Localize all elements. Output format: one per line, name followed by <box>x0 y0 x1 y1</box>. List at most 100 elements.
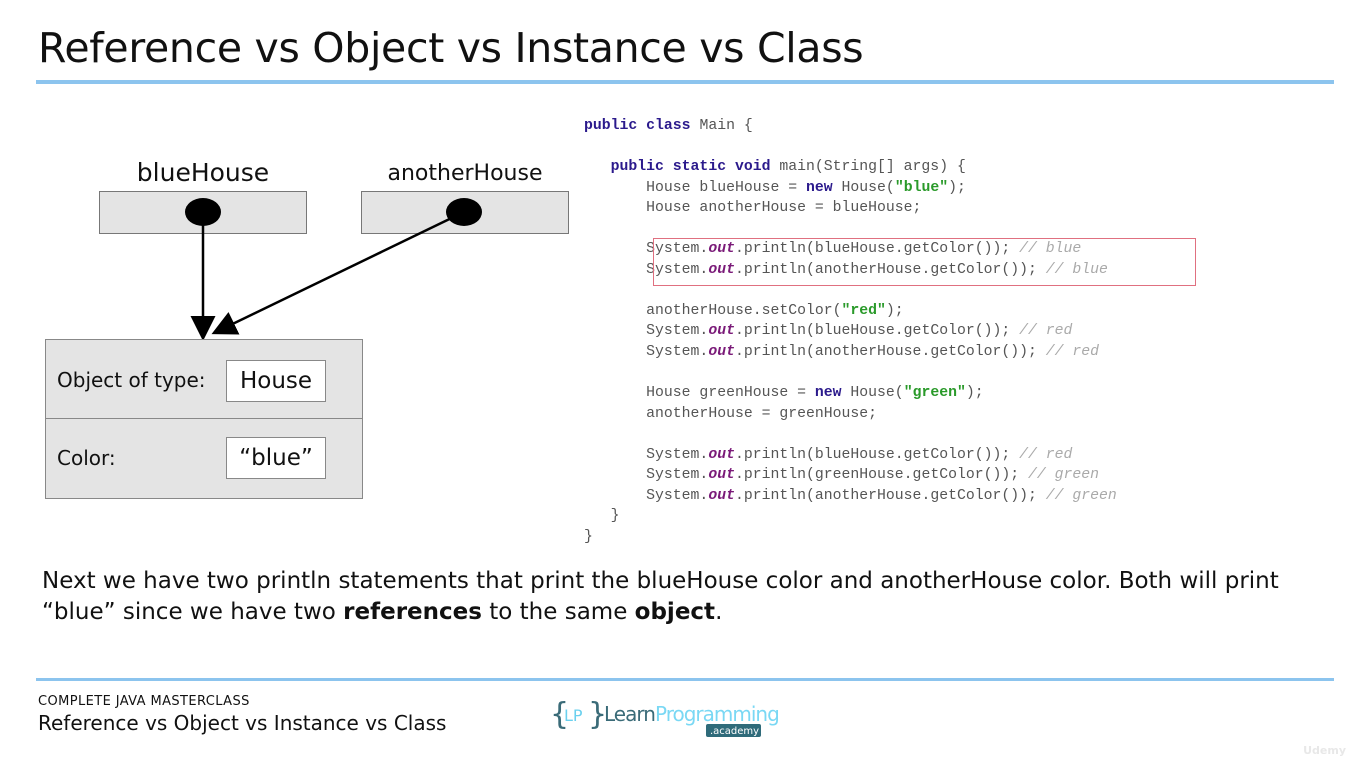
code-line: House greenHouse = new House("green"); <box>584 383 1117 404</box>
code-token-n: House blueHouse = <box>584 179 806 196</box>
code-token-n: System. <box>584 323 709 340</box>
code-block: public class Main { public static void m… <box>584 116 1117 547</box>
code-line <box>584 137 1117 158</box>
code-token-n <box>584 159 611 175</box>
code-token-n: .println(blueHouse.getColor()); <box>734 446 1020 463</box>
code-token-n: House greenHouse = <box>584 385 815 402</box>
code-token-n: .println(blueHouse.getColor()); <box>734 241 1020 258</box>
code-token-n: anotherHouse = greenHouse; <box>584 405 878 422</box>
code-token-cmt: // red <box>1019 323 1073 340</box>
desc-bold-object: object <box>634 599 716 625</box>
code-line: } <box>584 527 1117 548</box>
code-token-fld: out <box>708 467 735 484</box>
svg-text:Learn: Learn <box>604 702 655 726</box>
desc-text: Next we have two println statements that… <box>42 568 1279 625</box>
code-token-n: .println(anotherHouse.getColor()); <box>734 344 1046 361</box>
code-token-kw: new <box>814 385 851 402</box>
code-token-str: "green" <box>903 385 966 402</box>
svg-text:.academy: .academy <box>710 726 759 737</box>
code-token-n: .println(greenHouse.getColor()); <box>734 467 1028 484</box>
svg-text:{: { <box>550 697 569 732</box>
object-box: Object of type: House Color: “blue” <box>45 339 363 499</box>
code-token-cmt: // blue <box>1045 261 1108 278</box>
code-token-n: anotherHouse.setColor( <box>584 302 842 319</box>
code-line: anotherHouse.setColor("red"); <box>584 301 1117 322</box>
code-token-n: main(String[] args) { <box>779 159 966 176</box>
code-token-cmt: // red <box>1045 344 1100 361</box>
code-token-fld: out <box>708 344 735 361</box>
code-token-n: System. <box>584 241 709 258</box>
code-token-fld: out <box>708 323 735 340</box>
code-token-n: .println(anotherHouse.getColor()); <box>734 487 1046 504</box>
code-line: anotherHouse = greenHouse; <box>584 404 1117 425</box>
code-token-n: System. <box>584 487 709 504</box>
reference-arrows <box>190 210 465 341</box>
type-label: Object of type: <box>57 368 206 392</box>
code-token-cmt: // green <box>1045 487 1117 504</box>
code-line: System.out.println(blueHouse.getColor())… <box>584 445 1117 466</box>
code-token-str: "red" <box>841 302 886 319</box>
code-line: System.out.println(anotherHouse.getColor… <box>584 260 1117 281</box>
title-divider <box>36 80 1334 84</box>
code-token-cmt: // green <box>1028 467 1100 484</box>
footer-divider <box>36 678 1334 681</box>
code-token-fld: out <box>708 261 735 278</box>
svg-text:}: } <box>588 697 607 732</box>
slide-title: Reference vs Object vs Instance vs Class <box>38 24 864 72</box>
code-token-n: ); <box>948 179 966 196</box>
svg-text:Programming: Programming <box>655 702 779 726</box>
code-token-n: } <box>584 508 620 525</box>
code-token-n: System. <box>584 446 709 463</box>
color-label: Color: <box>57 446 116 470</box>
code-line: House blueHouse = new House("blue"); <box>584 178 1117 199</box>
footer-title: Reference vs Object vs Instance vs Class <box>38 711 447 735</box>
code-token-fld: out <box>708 241 735 258</box>
description: Next we have two println statements that… <box>42 566 1332 628</box>
code-line <box>584 424 1117 445</box>
ref-box-anotherhouse <box>361 191 569 234</box>
code-token-n: .println(anotherHouse.getColor()); <box>734 261 1046 278</box>
code-token-n: ); <box>965 385 984 402</box>
ref-label-anotherhouse: anotherHouse <box>387 161 543 186</box>
udemy-watermark: Udemy <box>1303 744 1346 757</box>
code-token-n: House( <box>850 385 904 402</box>
code-token-n: System. <box>584 261 709 278</box>
code-token-kw: new <box>806 179 842 196</box>
code-token-n: House anotherHouse = blueHouse; <box>584 200 922 217</box>
color-value: “blue” <box>226 437 326 479</box>
desc-bold-references: references <box>343 599 482 625</box>
code-line: System.out.println(greenHouse.getColor()… <box>584 465 1117 486</box>
svg-text:LP: LP <box>564 706 583 725</box>
code-token-n: .println(blueHouse.getColor()); <box>734 323 1020 340</box>
code-line: System.out.println(blueHouse.getColor())… <box>584 321 1117 342</box>
code-token-kw: public static void <box>610 159 780 176</box>
code-line: System.out.println(anotherHouse.getColor… <box>584 486 1117 507</box>
code-token-n: } <box>584 528 593 545</box>
code-line: public static void main(String[] args) { <box>584 157 1117 178</box>
code-token-n: Main { <box>699 118 753 134</box>
type-value: House <box>226 360 326 402</box>
ref-label-bluehouse: blueHouse <box>136 158 270 187</box>
code-line: System.out.println(anotherHouse.getColor… <box>584 342 1117 363</box>
arrow-anotherhouse <box>211 210 465 335</box>
code-line: System.out.println(blueHouse.getColor())… <box>584 239 1117 260</box>
code-line <box>584 219 1117 240</box>
code-line <box>584 363 1117 384</box>
code-highlight <box>653 238 1196 286</box>
code-token-n: ); <box>885 302 904 319</box>
code-token-cmt: // blue <box>1019 241 1082 258</box>
code-token-n: System. <box>584 344 709 361</box>
desc-text: to the same <box>481 599 635 625</box>
desc-text: . <box>715 599 723 625</box>
object-divider <box>46 418 362 419</box>
code-token-kw: public class <box>584 118 700 134</box>
code-token-n: System. <box>584 467 709 484</box>
code-line: } <box>584 506 1117 527</box>
code-token-fld: out <box>708 487 735 504</box>
code-token-str: "blue" <box>894 179 949 196</box>
code-token-n: House( <box>841 179 895 196</box>
code-token-cmt: // red <box>1019 446 1073 463</box>
code-token-fld: out <box>708 446 735 463</box>
footer-course: COMPLETE JAVA MASTERCLASS <box>38 694 250 709</box>
code-line: public class Main { <box>584 116 1117 137</box>
